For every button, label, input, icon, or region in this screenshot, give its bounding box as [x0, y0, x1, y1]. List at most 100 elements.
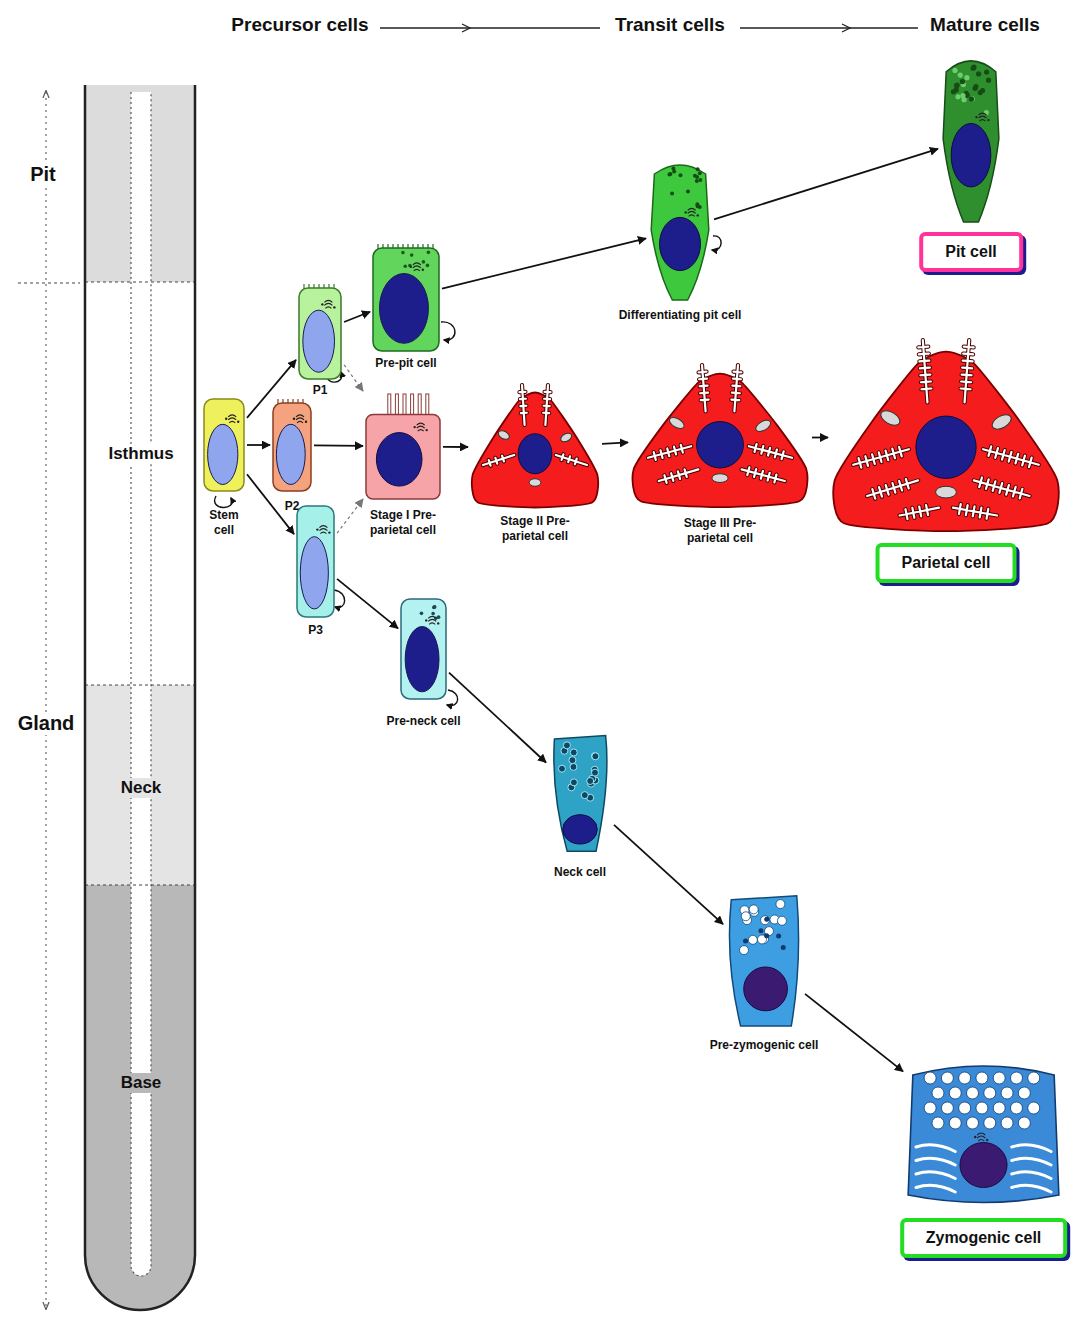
cell-body	[554, 735, 607, 851]
granule	[958, 73, 963, 78]
granule	[984, 70, 989, 75]
cell-node: P3	[296, 505, 335, 618]
zymogen-granule	[967, 1087, 979, 1099]
vesicle	[986, 1139, 988, 1141]
lineage-arrow	[805, 994, 903, 1071]
golgi	[688, 208, 696, 216]
granule	[696, 167, 700, 171]
vesicle	[413, 426, 415, 428]
canaliculus-outline	[918, 340, 931, 402]
stage-header: Transit cells	[613, 14, 727, 36]
stage-header: Precursor cells	[229, 14, 370, 36]
nucleus	[379, 274, 428, 344]
cell-label: P3	[308, 623, 323, 638]
nucleus	[276, 424, 305, 484]
cell-body	[297, 506, 334, 617]
granule	[668, 172, 672, 176]
zymogen-granule	[777, 916, 786, 925]
mucous-granule	[764, 933, 769, 938]
gland-outline	[85, 85, 195, 1310]
cell-body	[908, 1066, 1059, 1203]
mitochondrion	[990, 412, 1014, 433]
header-line	[740, 27, 918, 28]
cell-body	[273, 403, 311, 491]
cell-body	[373, 248, 439, 351]
cell-drawing	[725, 893, 803, 1030]
nucleus	[916, 416, 976, 478]
canaliculus-outline	[659, 469, 699, 483]
mucous-granule	[570, 779, 577, 786]
granule	[432, 605, 436, 609]
vesicle	[975, 116, 977, 118]
cell-drawing	[630, 365, 810, 510]
canaliculus	[699, 365, 709, 411]
zymogen-granule	[959, 1072, 971, 1084]
cell-body	[401, 599, 446, 699]
granule	[408, 264, 412, 268]
cell-node: P2	[272, 398, 312, 492]
golgi	[417, 423, 425, 431]
region-label: Neck	[119, 778, 164, 798]
vesicle	[987, 119, 989, 121]
granule	[976, 71, 981, 76]
zymogen-granule	[1018, 1117, 1030, 1129]
canaliculus	[543, 385, 550, 425]
vesicle	[225, 418, 227, 420]
zymogen-granule	[776, 900, 785, 909]
granule	[670, 191, 674, 195]
granule	[969, 96, 974, 101]
zymogen-granule	[741, 912, 750, 921]
cell-drawing	[470, 385, 600, 510]
zymogen-granule	[984, 1087, 996, 1099]
canaliculus	[519, 385, 526, 425]
cell-label: Pre-neck cell	[386, 714, 460, 729]
vesicle	[684, 211, 686, 213]
lineage-arrow	[442, 238, 646, 288]
band-boundary	[85, 685, 195, 686]
cell-drawing	[298, 283, 342, 380]
granule	[986, 78, 991, 83]
mucous-granule	[558, 765, 565, 772]
zymogen-granule	[976, 1072, 988, 1084]
granule	[952, 68, 957, 73]
cell-body	[651, 165, 709, 300]
cell-node: Stage I Pre-parietal cell	[365, 393, 441, 500]
mature-cell-label: Pit cell	[919, 232, 1023, 272]
mucous-granule	[743, 939, 748, 944]
vesicle	[437, 622, 439, 624]
granule	[420, 612, 424, 616]
canaliculus-outline	[556, 454, 587, 465]
rough-er	[1012, 1185, 1051, 1192]
mature-cell-label: Parietal cell	[876, 543, 1017, 583]
canaliculus-outline	[519, 385, 526, 425]
self-renewal-arrow	[712, 236, 721, 250]
mitochondrion	[754, 418, 772, 434]
cell-label: Stage II Pre-parietal cell	[484, 514, 587, 544]
vesicle	[696, 214, 698, 216]
cell-drawing	[203, 398, 245, 492]
golgi	[428, 616, 436, 624]
zymogen-granule	[1028, 1102, 1040, 1114]
rough-er	[916, 1185, 955, 1192]
cell-node: Stem cell	[203, 398, 245, 492]
cell-body	[204, 399, 244, 491]
mucous-granule	[592, 769, 599, 776]
vesicle	[321, 303, 323, 305]
vesicle	[410, 266, 412, 268]
golgi	[977, 1133, 985, 1141]
granule	[401, 251, 405, 255]
cell-label: Pre-pit cell	[375, 356, 436, 371]
granule	[432, 606, 436, 610]
lineage-arrow	[314, 444, 363, 446]
cell-drawing	[548, 733, 612, 855]
canaliculus	[983, 446, 1039, 467]
zymogen-granule	[941, 1072, 953, 1084]
granule	[980, 88, 985, 93]
band-boundary	[85, 885, 195, 886]
vesicle	[425, 619, 427, 621]
zymogen-granule	[748, 935, 757, 944]
mucous-granule	[581, 792, 588, 799]
cell-node: Neck cell	[548, 733, 612, 855]
granule	[951, 89, 956, 94]
nucleus	[300, 537, 328, 609]
